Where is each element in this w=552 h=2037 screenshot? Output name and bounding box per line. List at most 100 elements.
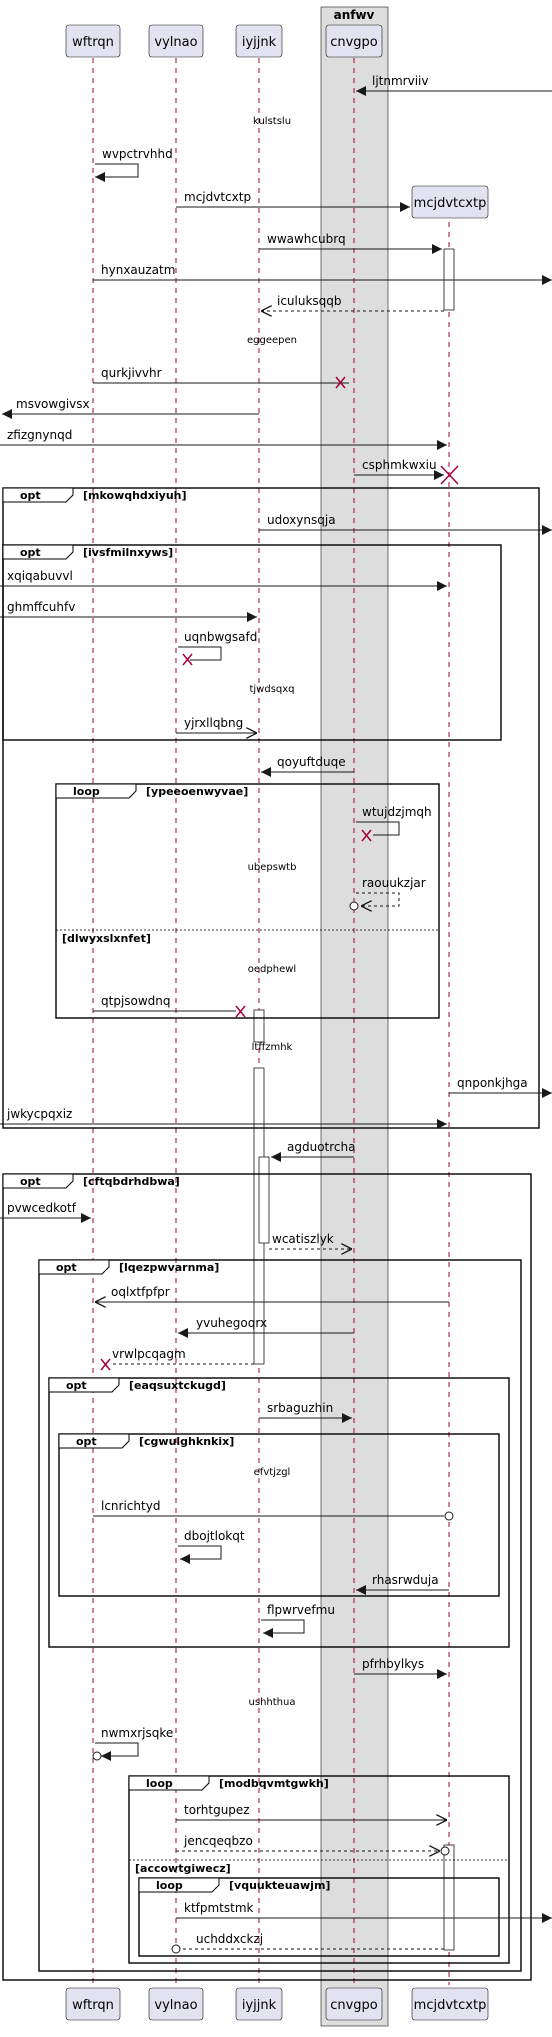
message-label: csphmkwxiu	[362, 458, 437, 472]
message-label: qnponkjhga	[457, 1076, 528, 1090]
message-label: mcjdvtcxtp	[184, 190, 251, 204]
message-label: wcatiszlyk	[272, 1232, 334, 1246]
fragment-guard: [modbqvmtgwkh]	[219, 1777, 329, 1790]
fragment-opt	[2, 544, 502, 741]
participant-mcjdvtcxtp-bottom[interactable]	[411, 1987, 489, 2021]
participant-label: iyjjnk	[242, 1998, 277, 2013]
message-label: raouukzjar	[362, 876, 426, 890]
message-label: wtujdzjmqh	[362, 805, 432, 819]
message-label: hynxauzatm	[101, 263, 175, 277]
destroy-marker	[335, 376, 346, 389]
message-label: ljtnmrviiv	[372, 74, 428, 88]
divider-label: tjwdsqxq	[249, 684, 294, 695]
message-label: qurkjivvhr	[101, 366, 162, 380]
destroy-marker	[361, 829, 372, 842]
lost-found-circle	[349, 901, 359, 911]
activation-bar	[253, 1009, 265, 1043]
fragment-loop	[128, 1775, 510, 1964]
message-arrow	[95, 1742, 139, 1761]
fragment-opt	[48, 1377, 510, 1648]
message-label: yvuhegoqrx	[196, 1316, 267, 1330]
lost-found-circle	[92, 1751, 102, 1761]
message-label: iculuksqqb	[277, 294, 342, 308]
message-label: flpwrvefmu	[267, 1603, 335, 1617]
fragment-opt	[2, 1173, 532, 1981]
divider-label: oedphewl	[248, 964, 296, 975]
message-arrow	[178, 1545, 222, 1564]
divider-label: efvtjzgl	[254, 1467, 291, 1478]
participant-cnvgpo-bottom[interactable]	[325, 1987, 383, 2021]
message-arrow	[356, 892, 400, 906]
message-label: oqlxtfpfpr	[111, 1285, 170, 1299]
participant-label: cnvgpo	[330, 1998, 378, 2013]
message-label: pvwcedkotf	[7, 1201, 77, 1215]
fragment-opt	[58, 1433, 500, 1597]
message-arrow	[95, 163, 139, 182]
fragment-guard: [cftqbdrhdbwa]	[83, 1175, 180, 1188]
message-label: srbaguzhin	[267, 1401, 333, 1415]
message-label: jwkycpqxiz	[6, 1107, 72, 1121]
message-label: msvowgivsx	[16, 397, 90, 411]
message-label: qoyuftduqe	[277, 755, 346, 769]
activation-bar	[258, 1156, 270, 1244]
message-label: jencqeqbzo	[183, 1834, 253, 1848]
participant-iyjjnk-top[interactable]	[235, 24, 283, 58]
fragment-tab	[38, 1259, 110, 1275]
participant-iyjjnk-bottom[interactable]	[235, 1987, 283, 2021]
message-label: pfrhbylkys	[362, 1657, 424, 1671]
participant-vylnao-top[interactable]	[148, 24, 204, 58]
fragment-guard: [lqezpwvarnma]	[119, 1261, 219, 1274]
participant-label: wftrqn	[72, 1998, 114, 2013]
participant-label: vylnao	[154, 1998, 197, 2013]
fragment-guard: [ypeeoenwyvae]	[146, 785, 248, 798]
fragment-tab	[138, 1877, 220, 1893]
divider-label: eggeepen	[247, 335, 297, 346]
participant-label: mcjdvtcxtp	[414, 196, 487, 211]
fragment-guard: [vquukteuawjm]	[229, 1879, 330, 1892]
message-label: torhtgupez	[184, 1803, 250, 1817]
participant-label: vylnao	[154, 35, 197, 50]
fragment-tab	[48, 1377, 120, 1393]
fragment-guard: [mkowqhdxiyuh]	[83, 489, 187, 502]
message-label: udoxynsqja	[267, 513, 336, 527]
divider-label: ubepswtb	[248, 862, 297, 873]
message-label: ktfpmtstmk	[184, 1901, 254, 1915]
message-label: lcnrichtyd	[101, 1499, 160, 1513]
fragment-kind: loop	[73, 785, 100, 798]
fragment-loop	[138, 1877, 500, 1957]
participant-wftrqn-bottom[interactable]	[65, 1987, 121, 2021]
message-label: agduotrcha	[287, 1140, 355, 1154]
lost-found-circle	[440, 1846, 450, 1856]
activation-bar	[443, 1844, 455, 1951]
message-label: rhasrwduja	[372, 1573, 439, 1587]
divider-label: kulstslu	[253, 116, 291, 127]
fragment-else-guard: [accowtgiwecz]	[135, 1862, 231, 1875]
message-label: qtpjsowdnq	[101, 994, 171, 1008]
fragment-tab	[2, 1173, 74, 1189]
fragment-tab	[2, 487, 74, 503]
message-arrow	[356, 821, 400, 836]
participant-label: mcjdvtcxtp	[414, 1998, 487, 2013]
participant-label: wftrqn	[72, 35, 114, 50]
message-label: xqiqabuvvl	[7, 569, 73, 583]
fragment-kind: opt	[76, 1435, 97, 1448]
message-arrow	[178, 646, 222, 661]
fragment-tab	[58, 1433, 130, 1449]
message-label: wvpctrvhhd	[102, 147, 173, 161]
participant-cnvgpo-top[interactable]	[325, 24, 383, 58]
message-label: dbojtlokqt	[184, 1529, 245, 1543]
destroy-marker	[235, 1005, 246, 1018]
participant-created-mcjdvtcxtp[interactable]	[411, 185, 489, 219]
fragment-guard: [cgwulghknkix]	[139, 1435, 234, 1448]
message-arrow	[261, 1619, 305, 1638]
participant-wftrqn-top[interactable]	[65, 24, 121, 58]
fragment-guard: [eaqsuxtckugd]	[129, 1379, 226, 1392]
fragment-kind: opt	[20, 546, 41, 559]
destroy-marker	[100, 1358, 111, 1371]
fragment-guard: [ivsfmilnxyws]	[83, 546, 173, 559]
divider-label: ltffzmhk	[252, 1042, 293, 1053]
participant-vylnao-bottom[interactable]	[148, 1987, 204, 2021]
message-label: uchddxckzj	[196, 1932, 263, 1946]
message-label: uqnbwgsafd	[184, 630, 257, 644]
